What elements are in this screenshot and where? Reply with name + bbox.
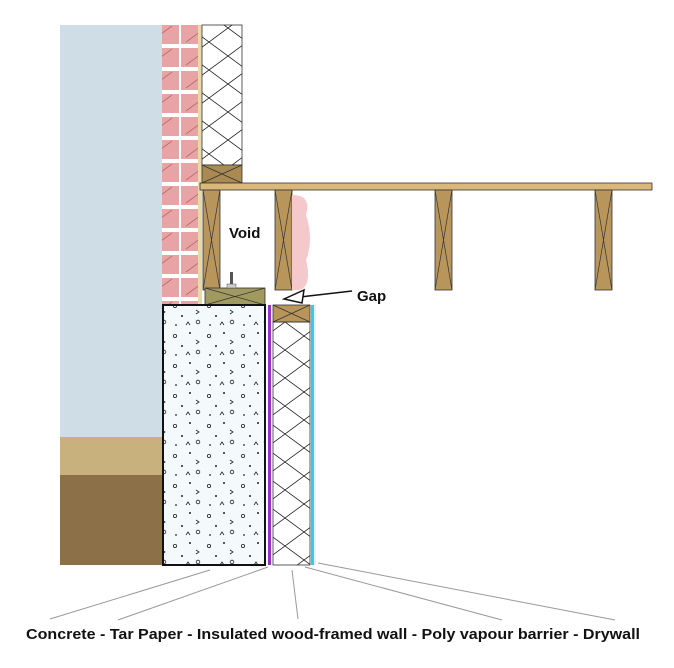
tar-paper	[268, 305, 271, 565]
interior-wall-insulation	[272, 321, 311, 566]
floor-joists	[202, 189, 613, 291]
leader-lines	[49, 562, 616, 621]
concrete-foundation	[162, 304, 266, 566]
subfloor	[199, 182, 653, 191]
gap-label: Gap	[357, 288, 386, 305]
layers-caption: Concrete - Tar Paper - Insulated wood-fr…	[26, 627, 640, 643]
sheathing-strip	[198, 25, 202, 305]
soil	[60, 475, 162, 565]
gap-arrow	[281, 288, 353, 304]
pink-stain	[292, 195, 310, 290]
upper-wall-insulation	[201, 24, 243, 166]
poly-vapour-barrier	[311, 305, 314, 565]
void-label: Void	[229, 225, 260, 242]
grade-strip	[60, 437, 162, 475]
anchor-bolt	[230, 272, 233, 286]
exterior-siding	[60, 25, 162, 437]
brick-veneer	[162, 25, 198, 305]
drywall	[314, 305, 316, 565]
